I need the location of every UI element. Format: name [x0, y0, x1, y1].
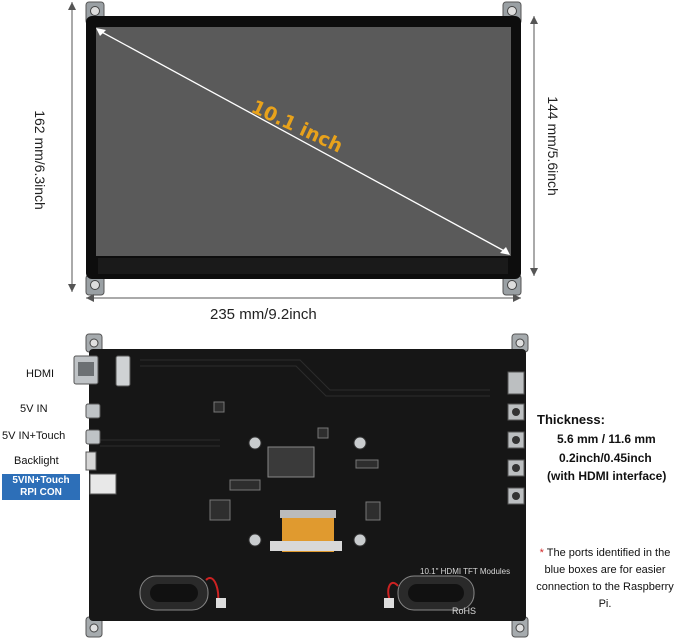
thickness-inch: 0.2inch/0.45inch: [559, 451, 652, 465]
diagonal-line: [97, 29, 509, 254]
port-label-5v-in: 5V IN: [20, 403, 48, 415]
pcb-board: [89, 349, 526, 621]
height-dimension: [68, 2, 76, 292]
side-buttons: [507, 371, 525, 505]
height-label: 162 mm/6.3inch: [32, 110, 48, 210]
width-label: 235 mm/9.2inch: [210, 306, 317, 323]
left-ports: [73, 355, 131, 495]
rpi-con-line1: 5VIN+Touch: [12, 475, 70, 486]
port-label-hdmi: HDMI: [26, 368, 55, 380]
speaker-right: [397, 575, 475, 611]
rpi-con-line2: RPI CON: [20, 487, 62, 498]
port-label-5v-touch: 5V IN+Touch: [2, 430, 66, 442]
rohs-mark: RoHS: [452, 606, 476, 616]
footnote-text: The ports identified in the blue boxes a…: [536, 547, 674, 610]
bezel-bottom-strip: [98, 258, 508, 274]
port-label-rpi-con: 5VIN+Touch RPI CON: [2, 474, 80, 500]
front-view-diagram: [68, 1, 538, 302]
thickness-mm: 5.6 mm / 11.6 mm: [557, 432, 656, 446]
board-back-view: 10.1" HDMI TFT Modules RoHS: [73, 333, 529, 638]
active-height-label: 144 mm/5.6inch: [545, 96, 561, 196]
footnote-star: *: [539, 547, 544, 559]
port-label-backlight: Backlight: [14, 455, 59, 467]
main-chip: [267, 446, 315, 478]
footnote: * The ports identified in the blue boxes…: [532, 545, 678, 613]
thickness-note: (with HDMI interface): [547, 469, 667, 483]
speaker-left: [139, 575, 209, 611]
width-dimension: [86, 294, 521, 302]
board-silkscreen: 10.1" HDMI TFT Modules: [420, 567, 510, 576]
active-height-dimension: [530, 16, 538, 276]
thickness-title: Thickness:: [537, 412, 605, 427]
mounting-tabs: [85, 1, 522, 296]
